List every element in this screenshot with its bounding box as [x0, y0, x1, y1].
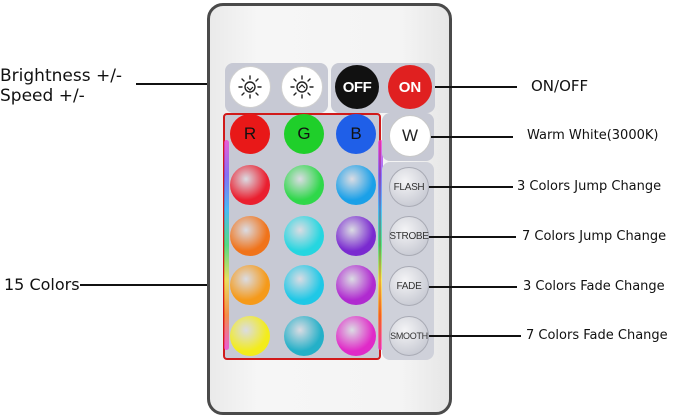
color-button[interactable] — [284, 216, 324, 256]
off-button[interactable]: OFF — [335, 65, 379, 109]
warm-white-leader-line — [431, 136, 513, 138]
color-button[interactable] — [230, 216, 270, 256]
color-button-label: R — [243, 124, 257, 143]
color-button[interactable] — [284, 165, 324, 205]
warm-white-label: Warm White(3000K) — [527, 128, 659, 143]
rainbow-glow-left — [224, 140, 229, 350]
fifteen-colors-label: 15 Colors — [4, 275, 80, 294]
brightness-up-button[interactable] — [281, 66, 323, 108]
color-button[interactable] — [230, 316, 270, 356]
brightness-down-button[interactable] — [229, 66, 271, 108]
brightness-leader-line — [136, 83, 231, 85]
fade-label: 3 Colors Fade Change — [523, 279, 665, 294]
color-button[interactable] — [336, 165, 376, 205]
colors-leader-line — [80, 284, 226, 286]
flash-button[interactable]: FLASH — [389, 167, 429, 207]
on-button[interactable]: ON — [388, 65, 432, 109]
brightness-label: Brightness +/- — [0, 66, 123, 86]
flash-label: 3 Colors Jump Change — [517, 179, 662, 194]
color-button[interactable] — [230, 265, 270, 305]
color-button[interactable] — [336, 265, 376, 305]
speed-label: Speed +/- — [0, 86, 85, 106]
fade-button[interactable]: FADE — [389, 266, 429, 306]
color-button[interactable] — [336, 316, 376, 356]
color-button-label: G — [297, 124, 311, 143]
smooth-label: 7 Colors Fade Change — [526, 328, 668, 343]
color-button-b[interactable]: B — [336, 114, 376, 154]
fade-leader-line — [429, 286, 517, 288]
color-button[interactable] — [230, 165, 270, 205]
sun-down-icon — [238, 75, 262, 99]
flash-leader-line — [429, 186, 513, 188]
color-button-r[interactable]: R — [230, 114, 270, 154]
onoff-label: ON/OFF — [531, 77, 589, 95]
rainbow-glow-right — [378, 140, 383, 350]
strobe-label: 7 Colors Jump Change — [522, 229, 667, 244]
strobe-leader-line — [429, 236, 516, 238]
onoff-leader-line — [435, 86, 517, 88]
warm-white-button[interactable]: W — [389, 115, 431, 157]
color-button[interactable] — [336, 216, 376, 256]
strobe-button[interactable]: STROBE — [389, 216, 429, 256]
smooth-leader-line — [429, 335, 521, 337]
color-button-label: B — [350, 124, 362, 143]
color-button[interactable] — [284, 265, 324, 305]
color-button-g[interactable]: G — [284, 114, 324, 154]
smooth-button[interactable]: SMOOTH — [389, 316, 429, 356]
color-button[interactable] — [284, 316, 324, 356]
sun-up-icon — [290, 75, 314, 99]
